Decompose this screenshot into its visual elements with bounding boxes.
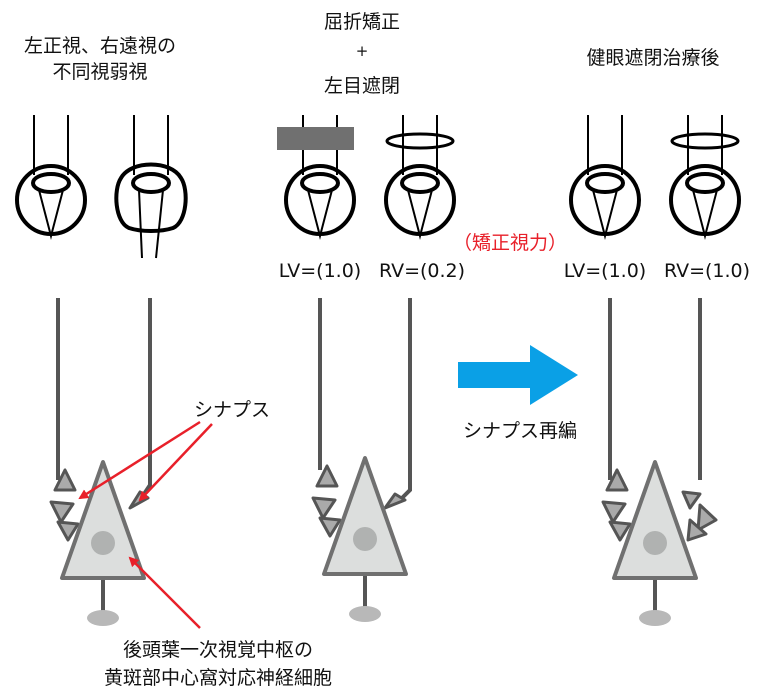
panel3-title: 健眼遮閉治療後 — [586, 47, 719, 69]
left-eye-emmetropic-icon — [15, 113, 87, 238]
panel2-rv: RV=(0.2) — [379, 260, 465, 282]
neuron-icon — [311, 456, 408, 624]
panel3-rv: RV=(1.0) — [664, 260, 750, 282]
panel1-title-line1: 左正視、右遠視の — [24, 35, 176, 57]
right-pathway-nerve — [398, 298, 412, 502]
occluder-patch — [277, 127, 354, 150]
neuron-pointer-arrow — [128, 556, 201, 629]
right-eye-hyperopic-icon — [114, 115, 188, 259]
corrective-lens-icon — [670, 132, 740, 150]
panel2-title-line3: 左目遮閉 — [324, 75, 400, 97]
panel2-lv: LV=(1.0) — [279, 260, 361, 282]
neuron-icon — [601, 460, 698, 628]
reorganization-label: シナプス再編 — [463, 420, 577, 442]
panel3-lv: LV=(1.0) — [564, 260, 646, 282]
neuron-label-line2: 黄斑部中心窩対応神経細胞 — [104, 667, 332, 689]
reorganization-arrow-icon — [458, 345, 578, 405]
left-eye-icon — [569, 113, 641, 238]
panel2-title-line1: 屈折矯正 — [324, 11, 400, 33]
synapse-label: シナプス — [194, 399, 270, 421]
corrective-lens-icon — [385, 132, 455, 150]
synapse-pointer-arrow — [138, 423, 213, 502]
panel1-title-line2: 不同視弱視 — [52, 61, 147, 83]
neuron-label-line1: 後頭葉一次視覚中枢の — [123, 639, 313, 661]
right-pathway-nerve — [138, 298, 152, 502]
synapse-pointer-arrow — [78, 420, 201, 500]
panel2-title-plus: + — [356, 42, 369, 60]
corrected-va-note: （矯正視力） — [453, 232, 567, 254]
